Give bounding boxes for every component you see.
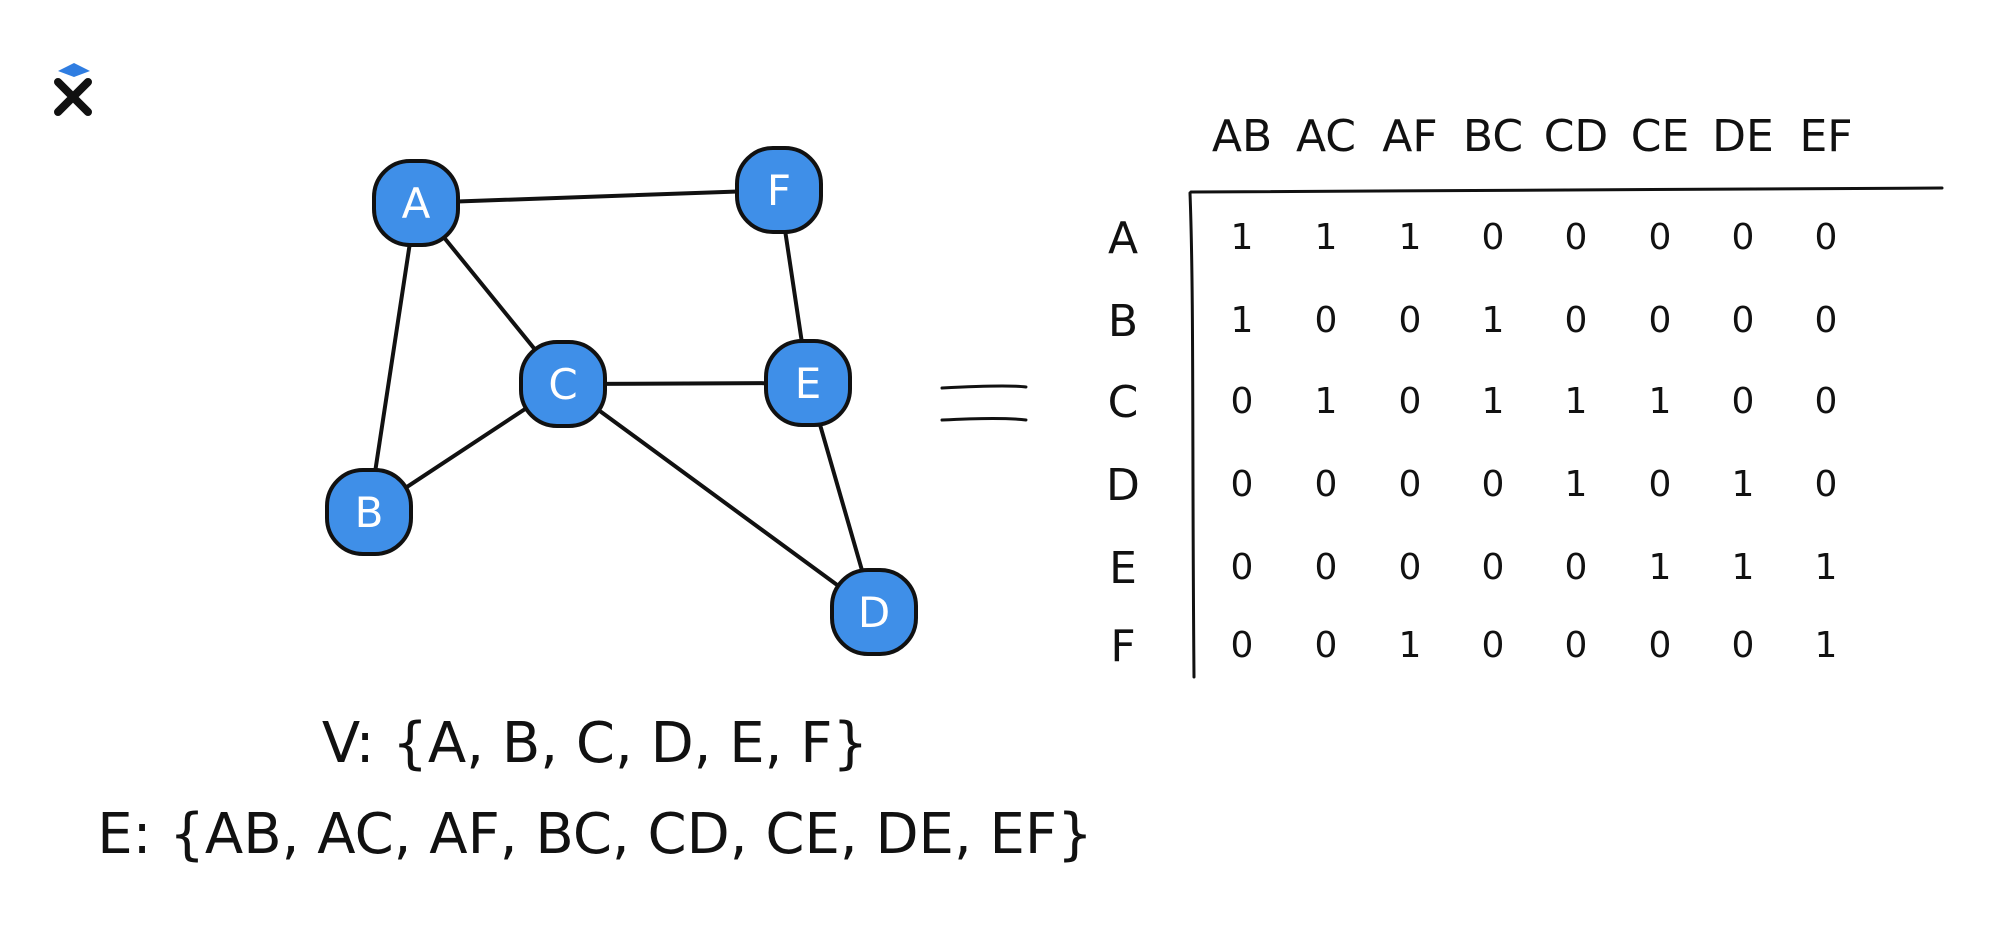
- matrix-cell: 0: [1231, 625, 1254, 666]
- matrix-cell: 0: [1482, 464, 1505, 505]
- matrix-cell: 1: [1399, 625, 1422, 666]
- matrix-cell: 0: [1815, 300, 1838, 341]
- node-circle: [372, 159, 460, 247]
- matrix-cell: 1: [1399, 217, 1422, 258]
- node-circle: [325, 468, 413, 556]
- matrix-cell: 0: [1231, 547, 1254, 588]
- matrix-cell: 0: [1315, 300, 1338, 341]
- node-label: A: [402, 179, 431, 228]
- node-circle: [519, 340, 607, 428]
- matrix-cell: 0: [1482, 547, 1505, 588]
- matrix-cell: 0: [1815, 217, 1838, 258]
- column-header-af: AF: [1382, 111, 1437, 162]
- matrix-cell: 1: [1231, 217, 1254, 258]
- matrix-column-headers: AB AC AF BC CD CE DE EF: [1212, 111, 1853, 162]
- vertex-set: V: {A, B, C, D, E, F}: [322, 711, 868, 776]
- x-logo-icon: [54, 63, 92, 116]
- matrix-cell: 0: [1565, 300, 1588, 341]
- matrix-cell: 1: [1231, 300, 1254, 341]
- logo-accent-shape: [58, 63, 90, 77]
- matrix-cell: 1: [1732, 464, 1755, 505]
- node-label: F: [767, 166, 791, 215]
- column-header-de: DE: [1712, 111, 1774, 162]
- matrix-cell: 0: [1565, 547, 1588, 588]
- matrix-cell: 1: [1815, 625, 1838, 666]
- column-header-ce: CE: [1631, 111, 1690, 162]
- column-header-ac: AC: [1296, 111, 1356, 162]
- matrix-cell: 0: [1815, 381, 1838, 422]
- node-f: F: [735, 146, 823, 234]
- matrix-cell: 0: [1565, 625, 1588, 666]
- matrix-cell: 0: [1565, 217, 1588, 258]
- column-header-ab: AB: [1212, 111, 1272, 162]
- column-header-cd: CD: [1544, 111, 1609, 162]
- matrix-cell: 1: [1315, 381, 1338, 422]
- matrix-cell: 0: [1399, 464, 1422, 505]
- node-circle: [764, 339, 852, 427]
- row-header-b: B: [1108, 296, 1138, 347]
- matrix-cell: 0: [1649, 464, 1672, 505]
- matrix-cell: 1: [1732, 547, 1755, 588]
- matrix-cell: 0: [1649, 217, 1672, 258]
- node-label: E: [795, 359, 822, 408]
- row-header-d: D: [1106, 460, 1140, 511]
- matrix-cell: 0: [1315, 625, 1338, 666]
- matrix-left-rule: [1188, 191, 1196, 679]
- matrix-cell: 0: [1649, 625, 1672, 666]
- edge-ab: [367, 201, 418, 514]
- matrix-cell: 0: [1231, 464, 1254, 505]
- row-header-e: E: [1109, 543, 1137, 594]
- matrix-cell: 0: [1732, 381, 1755, 422]
- matrix-cell: 0: [1399, 300, 1422, 341]
- matrix-cell: 1: [1649, 381, 1672, 422]
- node-circle: [735, 146, 823, 234]
- matrix-cell: 1: [1565, 464, 1588, 505]
- edge-af: [414, 188, 781, 205]
- equals-sign: =: [940, 384, 1028, 422]
- matrix-cell: 0: [1231, 381, 1254, 422]
- node-circle: [830, 568, 918, 656]
- node-label: D: [858, 588, 890, 637]
- node-c: C: [519, 340, 607, 428]
- matrix-cell: 0: [1399, 547, 1422, 588]
- matrix-cell: 0: [1482, 625, 1505, 666]
- node-e: E: [764, 339, 852, 427]
- matrix-cell: 0: [1482, 217, 1505, 258]
- matrix-cell: 1: [1649, 547, 1672, 588]
- logo-x-shape: [54, 78, 92, 116]
- matrix-cell: 1: [1315, 217, 1338, 258]
- row-header-a: A: [1108, 213, 1138, 264]
- matrix-cell: 0: [1815, 464, 1838, 505]
- matrix-cells: 1 1 1 0 0 0 0 0 1 0 0 1 0 0 0 0 0 1 0 1 1 1 0 0 0 0 0 0 1 0 1 0 0 0 0 0 0 1 1 1…: [1231, 217, 1838, 666]
- matrix-cell: 0: [1732, 625, 1755, 666]
- matrix-cell: 0: [1732, 300, 1755, 341]
- matrix-cell: 0: [1649, 300, 1672, 341]
- matrix-cell: 0: [1399, 381, 1422, 422]
- edge-cd: [561, 382, 876, 614]
- column-header-ef: EF: [1799, 111, 1852, 162]
- node-label: C: [548, 360, 577, 409]
- edge-set: E: {AB, AC, AF, BC, CD, CE, DE, EF}: [97, 802, 1093, 867]
- node-b: B: [325, 468, 413, 556]
- matrix-cell: 1: [1565, 381, 1588, 422]
- matrix-top-rule: [1189, 186, 1944, 194]
- node-label: B: [355, 488, 384, 537]
- node-a: A: [372, 159, 460, 247]
- matrix-cell: 0: [1732, 217, 1755, 258]
- matrix-cell: 0: [1315, 464, 1338, 505]
- row-header-c: C: [1108, 377, 1139, 428]
- matrix-cell: 1: [1815, 547, 1838, 588]
- matrix-cell: 0: [1315, 547, 1338, 588]
- row-header-f: F: [1110, 621, 1135, 672]
- matrix-cell: 1: [1482, 300, 1505, 341]
- column-header-bc: BC: [1463, 111, 1523, 162]
- node-d: D: [830, 568, 918, 656]
- matrix-cell: 1: [1482, 381, 1505, 422]
- graph-nodes: A B C D E F: [325, 146, 918, 656]
